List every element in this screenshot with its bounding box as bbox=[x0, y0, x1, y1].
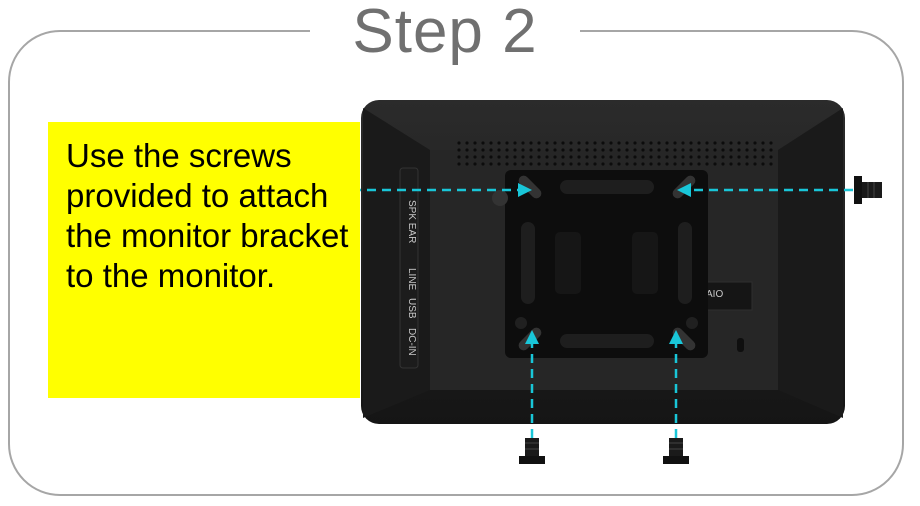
instruction-text: Use the screws provided to attach the mo… bbox=[66, 137, 349, 294]
page-title: Step 2 bbox=[352, 0, 538, 66]
instruction-box: Use the screws provided to attach the mo… bbox=[48, 122, 360, 398]
title-backdrop bbox=[310, 0, 580, 64]
